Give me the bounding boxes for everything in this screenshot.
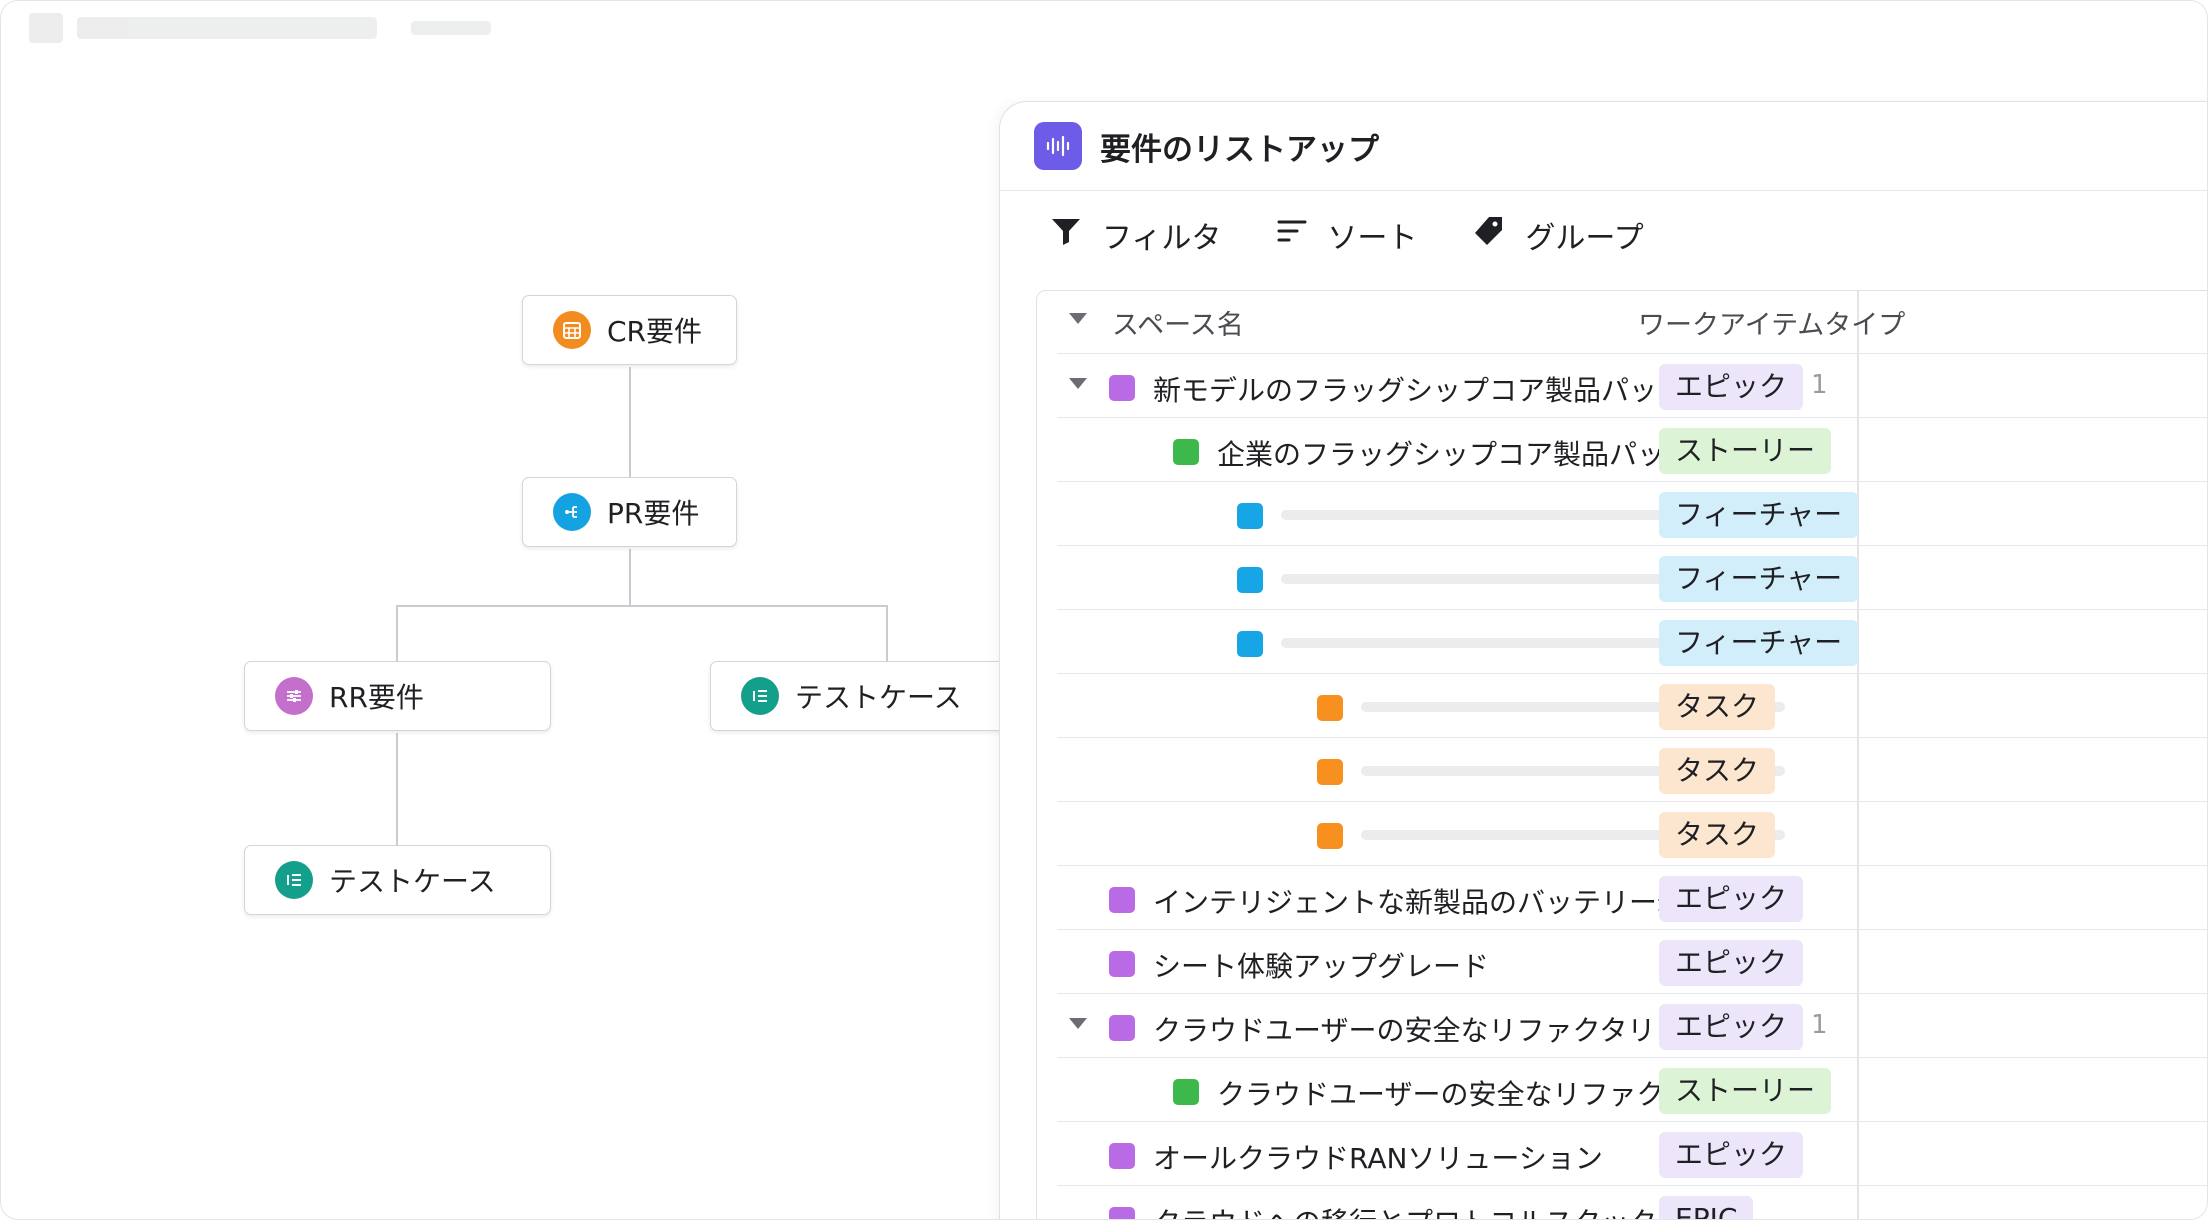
work-item-type-badge: EPIC (1659, 1196, 1754, 1219)
work-item-color-icon (1237, 567, 1263, 593)
work-item-title[interactable]: クラウドユーザーの安全なリファクタリング (1153, 1014, 1712, 1047)
table-row[interactable]: インテリジェントな新製品のバッテリー寿命エピック (1057, 865, 2207, 930)
table-row[interactable]: クラウドユーザーの安全なリファクタリングストーリー (1057, 1057, 2207, 1122)
work-item-type-badge: エピック (1659, 876, 1804, 922)
table-row[interactable]: フィーチャー (1057, 545, 2207, 610)
work-item-color-icon (1173, 1079, 1199, 1105)
work-item-type-badge: フィーチャー (1659, 556, 1859, 602)
diagram-node-rr[interactable]: RR要件 (244, 661, 551, 731)
node-label: テストケース (329, 865, 496, 898)
placeholder-bar (1361, 702, 1785, 712)
table-row[interactable]: シート体験アップグレード エピック (1057, 929, 2207, 994)
work-item-color-icon (1109, 951, 1135, 977)
work-item-type-badge: タスク (1659, 684, 1776, 730)
sort-button[interactable]: ソート (1277, 213, 1417, 257)
work-item-color-icon (1173, 439, 1199, 465)
column-header-space[interactable]: スペース名 (1112, 310, 1244, 341)
work-item-type-badge: エピック (1659, 1004, 1804, 1050)
sort-label: ソート (1327, 221, 1418, 256)
diagram-node-testcase[interactable]: テストケース (244, 845, 551, 915)
tag-icon (1473, 215, 1505, 255)
filter-label: フィルタ (1102, 221, 1222, 256)
work-item-title[interactable]: 新モデルのフラッグシップコア製品パッケージ (1153, 374, 1741, 407)
requirements-panel: 要件のリストアップ フィルタ ソート グループ スペース名 ワークアイテムタイプ (999, 101, 2207, 1219)
work-item-type-badge: フィーチャー (1659, 620, 1859, 666)
placeholder-bar (1361, 830, 1785, 840)
group-button[interactable]: グループ (1473, 213, 1644, 257)
table-row[interactable]: クラウドへの移行とプロトコルスタックの開発EPIC (1057, 1185, 2207, 1219)
work-item-type-badge: ストーリー (1659, 1068, 1832, 1114)
work-item-color-icon (1109, 1207, 1135, 1219)
hierarchy-icon (553, 493, 591, 531)
column-divider (1857, 291, 1859, 1219)
collapse-all-icon[interactable] (1069, 313, 1087, 324)
diagram-node-cr[interactable]: CR要件 (522, 295, 737, 365)
test-list-icon (275, 861, 313, 899)
work-item-color-icon (1109, 375, 1135, 401)
table-row[interactable]: タスク (1057, 737, 2207, 802)
column-header-type[interactable]: ワークアイテムタイプ (1638, 310, 1906, 341)
work-item-type-badge: エピック (1659, 1132, 1804, 1178)
work-item-type-badge: タスク (1659, 812, 1776, 858)
node-label: CR要件 (607, 315, 703, 348)
table-row[interactable]: タスク (1057, 801, 2207, 866)
work-item-color-icon (1109, 1143, 1135, 1169)
work-item-title[interactable]: クラウドへの移行とプロトコルスタックの開発 (1153, 1201, 1741, 1219)
node-label: テストケース (795, 681, 962, 714)
placeholder-bar (1361, 766, 1785, 776)
expand-caret-icon[interactable] (1069, 378, 1087, 389)
work-item-color-icon (1317, 759, 1343, 785)
work-item-color-icon (1237, 631, 1263, 657)
work-item-color-icon (1109, 887, 1135, 913)
table-row[interactable]: 企業のフラッグシップコア製品パッケージストーリー (1057, 417, 2207, 482)
test-list-icon (741, 677, 779, 715)
work-item-type-badge: エピック (1659, 940, 1804, 986)
placeholder-bar (1281, 638, 1705, 648)
group-label: グループ (1525, 221, 1644, 256)
table-row[interactable]: オールクラウドRANソリューション エピック (1057, 1121, 2207, 1186)
table-header: スペース名 ワークアイテムタイプ (1057, 291, 2207, 353)
placeholder-bar (1281, 574, 1705, 584)
node-label: PR要件 (607, 497, 700, 530)
work-item-title[interactable]: シート体験アップグレード (1153, 950, 1490, 983)
sort-icon (1277, 217, 1307, 253)
toolbar: フィルタ ソート グループ (1000, 191, 2207, 279)
calendar-grid-icon (553, 311, 591, 349)
table-row[interactable]: タスク (1057, 673, 2207, 738)
panel-title: 要件のリストアップ (1100, 131, 1379, 168)
faded-header (29, 13, 549, 43)
node-label: RR要件 (329, 681, 424, 714)
panel-header: 要件のリストアップ (1000, 102, 2207, 191)
waveform-icon (1034, 122, 1082, 170)
work-item-color-icon (1237, 503, 1263, 529)
placeholder-bar (1281, 510, 1705, 520)
filter-icon (1050, 216, 1082, 254)
work-item-type-badge: フィーチャー (1659, 492, 1859, 538)
work-item-color-icon (1109, 1015, 1135, 1041)
work-item-type-badge: タスク (1659, 748, 1776, 794)
sliders-icon (275, 677, 313, 715)
connector (396, 605, 888, 607)
connector (886, 605, 888, 661)
work-item-title[interactable]: オールクラウドRANソリューション (1153, 1142, 1603, 1175)
diagram-node-pr[interactable]: PR要件 (522, 477, 737, 547)
table-row[interactable]: フィーチャー (1057, 481, 2207, 546)
work-item-type-badge: エピック (1659, 364, 1804, 410)
filter-button[interactable]: フィルタ (1050, 213, 1221, 257)
expand-caret-icon[interactable] (1069, 1018, 1087, 1029)
work-item-type-badge: ストーリー (1659, 428, 1832, 474)
work-item-title[interactable]: インテリジェントな新製品のバッテリー寿命 (1153, 886, 1714, 919)
connector (629, 549, 631, 607)
connector (396, 733, 398, 845)
connector (396, 605, 398, 661)
connector (629, 367, 631, 477)
table-row[interactable]: フィーチャー (1057, 609, 2207, 674)
work-item-color-icon (1317, 695, 1343, 721)
diagram-node-testcase[interactable]: テストケース (710, 661, 1010, 731)
work-item-color-icon (1317, 823, 1343, 849)
